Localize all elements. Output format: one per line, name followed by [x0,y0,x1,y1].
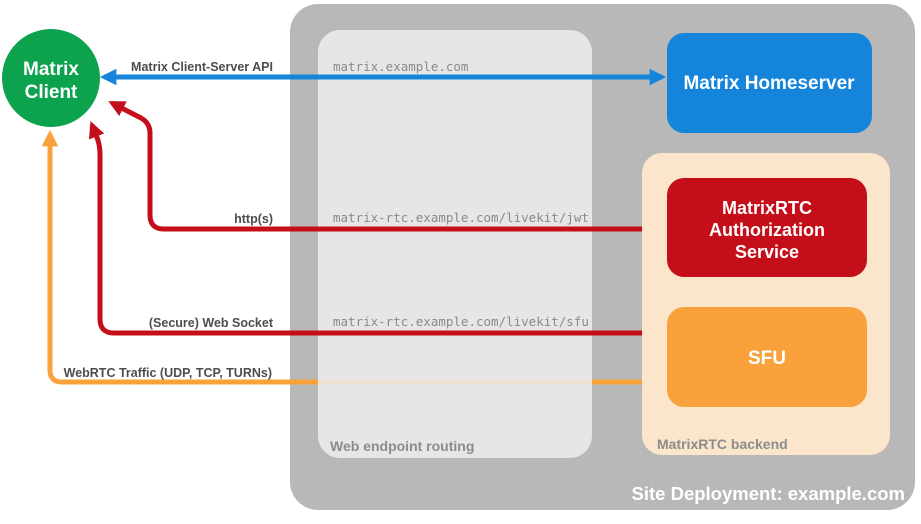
connection-label-https: http(s) [234,212,273,226]
matrixrtc-backend-label: MatrixRTC backend [657,436,788,452]
sfu-label: SFU [748,348,786,369]
connection-label-client-server-api: Matrix Client-Server API [131,60,273,74]
web-endpoint-routing-box [318,30,592,458]
route-label-homeserver: matrix.example.com [333,59,468,74]
web-endpoint-routing-label: Web endpoint routing [330,438,474,454]
arrow-websocket [88,121,663,342]
auth-service-label-line1: MatrixRTC [722,198,812,218]
matrix-homeserver-label: Matrix Homeserver [683,73,855,94]
matrixrtc-auth-service-node [667,178,867,277]
matrix-client-node [2,29,100,127]
route-label-jwt: matrix-rtc.example.com/livekit/jwt [333,210,589,225]
connection-label-webrtc-traffic: WebRTC Traffic (UDP, TCP, TURNs) [64,366,272,380]
site-deployment-label: Site Deployment: example.com [632,483,905,504]
matrix-client-label-line2: Client [25,82,78,103]
auth-service-label-line3: Service [735,242,799,262]
connection-label-websocket: (Secure) Web Socket [149,316,274,330]
route-label-sfu: matrix-rtc.example.com/livekit/sfu [333,314,589,329]
matrix-client-label-line1: Matrix [23,59,79,80]
matrix-homeserver-node [667,33,872,133]
auth-service-label-line2: Authorization [709,220,825,240]
sfu-node [667,307,867,407]
arrow-webrtc-traffic [41,129,663,391]
